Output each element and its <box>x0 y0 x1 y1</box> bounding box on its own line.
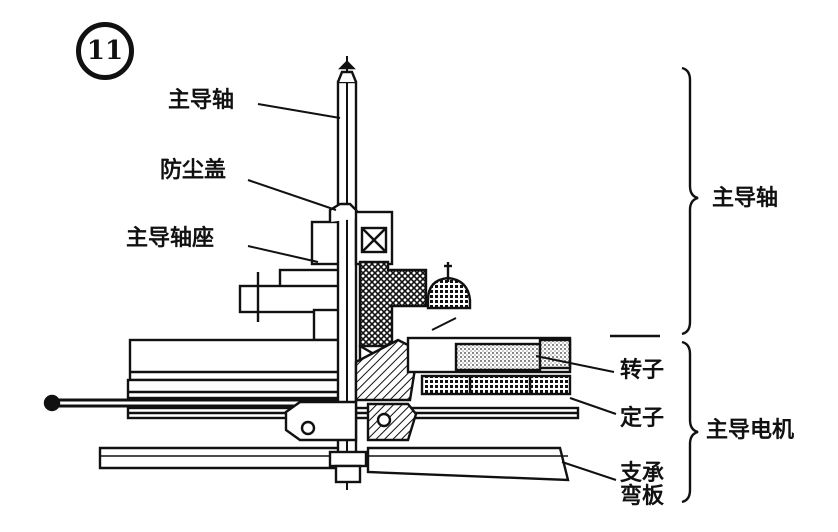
figure-number: 11 <box>86 36 124 66</box>
figure-number-badge: 11 <box>76 22 134 80</box>
label-support-bracket-line1: 支承 <box>620 461 665 486</box>
stator-coil <box>420 374 572 396</box>
group-label-capstan: 主导轴 <box>712 186 779 211</box>
label-capstan-seat: 主导轴座 <box>126 226 215 251</box>
label-capstan: 主导轴 <box>168 88 235 113</box>
flywheel-plate <box>238 284 352 314</box>
label-support-bracket: 支承 弯板 <box>620 462 664 508</box>
label-rotor: 转子 <box>620 358 665 383</box>
group-label-capstan-motor: 主导电机 <box>706 418 795 443</box>
capstan-group-brace <box>681 66 699 336</box>
base-plate-left <box>128 338 354 382</box>
motor-group-brace <box>681 340 699 504</box>
label-support-bracket-line2: 弯板 <box>620 484 665 510</box>
label-stator: 定子 <box>620 406 665 431</box>
label-dust-cover: 防尘盖 <box>160 158 227 183</box>
support-bracket-plate <box>98 446 354 470</box>
